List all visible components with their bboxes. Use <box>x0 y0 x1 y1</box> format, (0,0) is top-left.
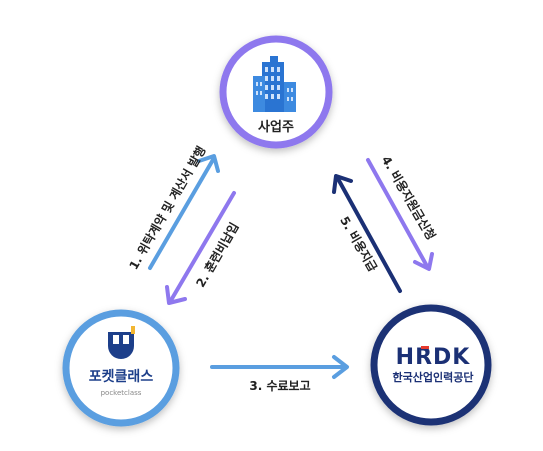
pocketclass-ring <box>62 309 180 427</box>
pocketclass-node: 포켓클래스 pocketclass <box>62 309 180 427</box>
step-1-arrow <box>148 154 220 270</box>
step-3-arrow <box>210 355 349 379</box>
hrdk-logo: HRDK <box>396 345 471 370</box>
hrdk-node: HRDK 한국산업인력공단 <box>370 304 492 426</box>
step-2-arrow <box>165 191 236 305</box>
step-5-arrow <box>332 174 402 293</box>
hrdk-logo-accent <box>421 346 429 349</box>
pocketclass-sub: pocketclass <box>101 389 142 397</box>
pocketclass-name: 포켓클래스 <box>89 368 154 385</box>
step-4-arrow <box>366 158 434 271</box>
building-icon <box>253 56 296 112</box>
employer-label: 사업주 <box>258 119 294 135</box>
step-1-label: 1. 위탁계약 및 계산서 발행 <box>126 143 209 272</box>
hrdk-name: 한국산업인력공단 <box>393 370 474 384</box>
step-3-label: 3. 수료보고 <box>249 379 310 393</box>
hrdk-ring <box>370 304 492 426</box>
pocketclass-logo-icon <box>108 326 135 359</box>
employer-node: 사업주 <box>219 35 333 149</box>
